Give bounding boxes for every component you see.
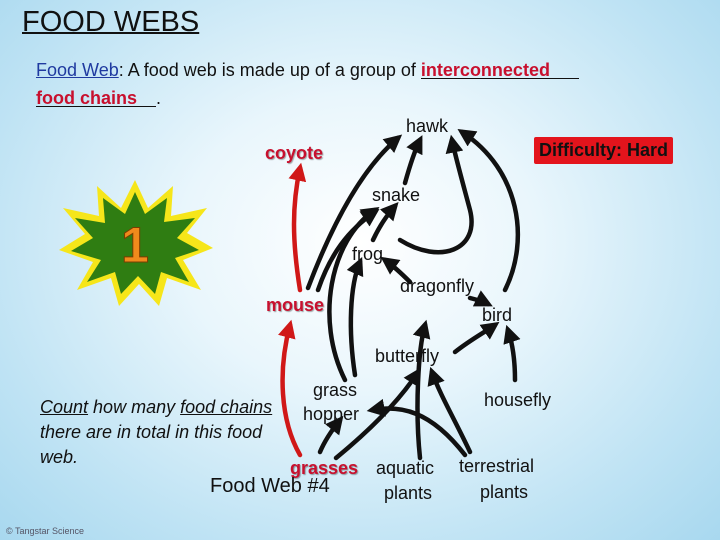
arrow-grasses-to-grasshopper — [317, 415, 344, 455]
definition-line-2: food chains. — [36, 88, 161, 109]
question-text: Count how many food chains there are in … — [40, 395, 280, 470]
question-word-count: Count — [40, 397, 89, 417]
node-housefly: housefly — [484, 390, 552, 410]
copyright-text: © Tangstar Science — [6, 526, 85, 536]
arrow-terrestrial-to-grasshopper — [366, 398, 468, 458]
node-hawk: hawk — [406, 116, 449, 136]
arrow-grasshopper-to-snake — [327, 206, 380, 383]
question-word-food-chains: food chains — [180, 397, 273, 417]
arrow-bird-to-hawk — [457, 129, 521, 293]
node-grasshopper-line2: hopper — [303, 404, 360, 424]
question-text-2: there are in total in this food web. — [40, 422, 263, 467]
node-grasshopper-line1: grass — [313, 380, 358, 400]
arrow-grasshopper-to-frog — [346, 257, 364, 378]
node-grasses: grasses — [290, 458, 359, 478]
node-terrestrial-line1: terrestrial — [459, 456, 535, 476]
node-dragonfly: dragonfly — [400, 276, 475, 296]
arrow-mouse-to-hawk — [305, 134, 403, 291]
arrow-mouse-to-coyote — [288, 162, 307, 293]
node-frog: frog — [352, 244, 384, 264]
definition-term: Food Web — [36, 60, 119, 80]
node-bird: bird — [482, 305, 513, 325]
blank-food-chains: food chains — [36, 89, 156, 107]
badge-number: 1 — [121, 217, 149, 273]
arrow-butterfly-to-bird — [452, 321, 500, 355]
arrow-frog-dragonfly-to-hawk — [397, 134, 474, 255]
arrow-housefly-to-bird — [503, 324, 521, 383]
node-aquatic-line2: plants — [384, 483, 433, 503]
starburst-badge: 1 — [59, 180, 213, 306]
arrow-dragonfly-to-frog — [380, 256, 413, 285]
arrow-snake-to-hawk — [402, 135, 423, 186]
node-mouse: mouse — [266, 295, 325, 315]
definition-line-1: Food Web: A food web is made up of a gro… — [36, 60, 579, 81]
arrow-grasses-to-mouse — [278, 319, 303, 458]
definition-end: . — [156, 88, 162, 108]
arrow-terrestrial-to-butterfly — [427, 366, 473, 455]
node-coyote: coyote — [265, 143, 324, 163]
arrow-aquatic-to-dragonfly — [412, 319, 431, 461]
question-text-1: how many — [88, 397, 181, 417]
node-butterfly: butterfly — [375, 346, 440, 366]
arrow-frog-to-snake — [370, 201, 399, 243]
node-terrestrial-line2: plants — [480, 482, 529, 502]
arrow-dragonfly-to-bird — [467, 290, 493, 307]
food-web-caption: Food Web #4 — [210, 475, 330, 497]
definition-text: : A food web is made up of a group of — [118, 60, 421, 80]
node-aquatic-line1: aquatic — [376, 458, 435, 478]
node-snake: snake — [372, 185, 421, 205]
difficulty-badge: Difficulty: Hard — [534, 137, 674, 164]
page-title: FOOD WEBS — [22, 6, 200, 38]
blank-interconnected: interconnected — [420, 61, 579, 79]
starburst-inner — [71, 192, 199, 294]
